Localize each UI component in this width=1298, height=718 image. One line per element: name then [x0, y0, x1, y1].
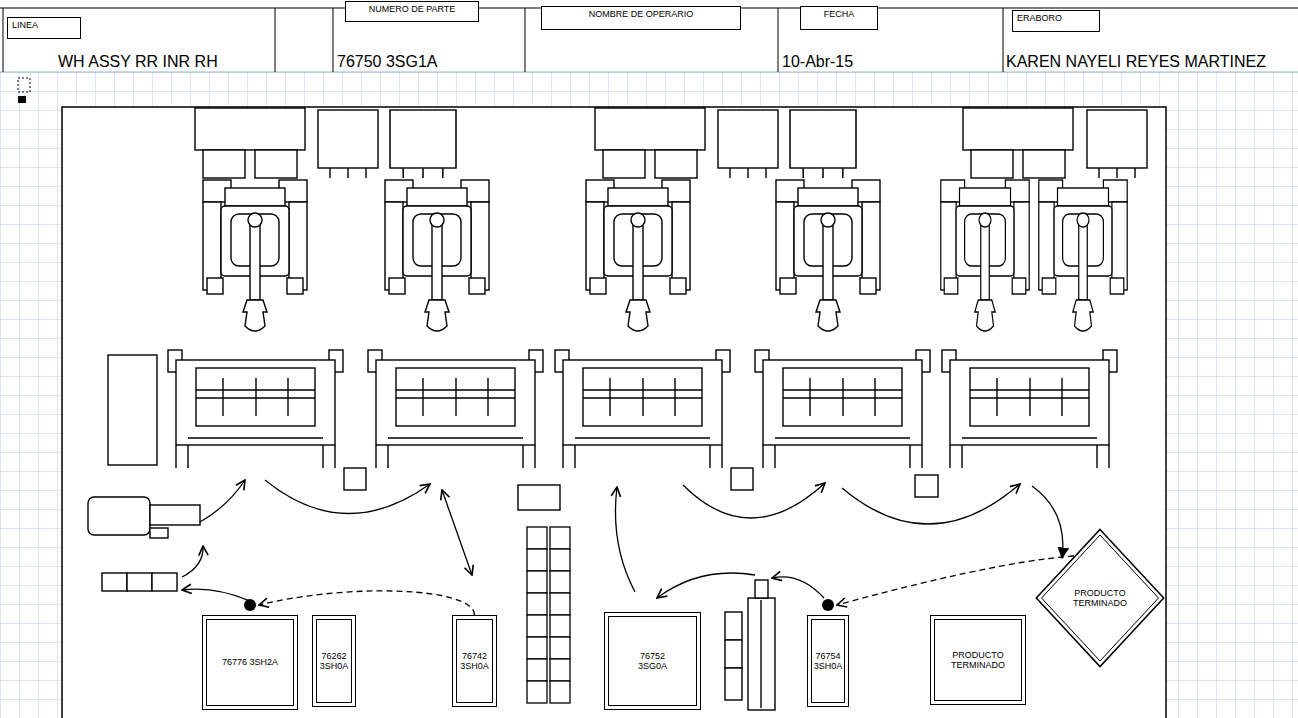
connector-dot: [244, 599, 256, 611]
dashed-flow-connector: [822, 556, 1074, 611]
header-rules: [0, 8, 1298, 72]
corner-mark: [18, 78, 30, 103]
assembly-fixtures: [203, 180, 1127, 331]
part-container: 76752 3SG0A: [604, 612, 701, 710]
node-text: FECHA: [824, 9, 855, 19]
node-text: NUMERO DE PARTE: [369, 4, 456, 14]
node-text: 76752 3SG0A: [633, 651, 673, 672]
connector-dot: [822, 599, 834, 611]
header-value: KAREN NAYELI REYES MARTINEZ: [1006, 53, 1266, 71]
station-boxes: [195, 108, 1147, 178]
conveyor-racks: [108, 350, 1117, 468]
flow-arrows: [182, 480, 1063, 601]
dashed-flow-connector: [244, 591, 475, 615]
node-text: 76262 3SH0A: [319, 651, 349, 672]
part-container: 76754 3SH0A: [807, 615, 849, 707]
node-text: ERABORO: [1017, 13, 1062, 23]
header-field-box: NUMERO DE PARTE: [345, 1, 479, 22]
header-field-box: FECHA: [800, 6, 878, 30]
floor-outline: [62, 107, 1166, 718]
part-container: 76776 3SH2A: [202, 615, 298, 710]
header-value: WH ASSY RR INR RH: [58, 53, 218, 71]
finished-goods-box: PRODUCTO TERMINADO: [930, 615, 1026, 705]
connector-line: [259, 591, 475, 615]
jig: [725, 580, 775, 710]
part-container: 76742 3SH0A: [452, 615, 497, 707]
stacked-bins: [527, 527, 570, 703]
header-value: 76750 3SG1A: [337, 53, 438, 71]
diamond-outer: [1036, 529, 1163, 666]
header-field-box: NOMBRE DE OPERARIO: [541, 6, 741, 30]
header-value: 10-Abr-15: [782, 53, 853, 71]
part-container: 76262 3SH0A: [312, 615, 356, 707]
node-text: 76776 3SH2A: [222, 657, 278, 667]
node-text: LINEA: [12, 20, 38, 30]
node-text: PRODUCTO TERMINADO: [943, 650, 1013, 671]
finished-goods-diamond: PRODUCTO TERMINADO: [1035, 528, 1165, 668]
node-text: 76742 3SH0A: [459, 651, 490, 672]
header-field-box: ERABORO: [1012, 10, 1100, 32]
diamond-inner: [1042, 535, 1159, 661]
header-field-box: LINEA: [7, 17, 81, 39]
node-text: 76754 3SH0A: [814, 651, 843, 672]
small-containers: [344, 468, 938, 510]
node-text: NOMBRE DE OPERARIO: [589, 9, 694, 19]
node-text: PRODUCTO TERMINADO: [1068, 588, 1132, 609]
